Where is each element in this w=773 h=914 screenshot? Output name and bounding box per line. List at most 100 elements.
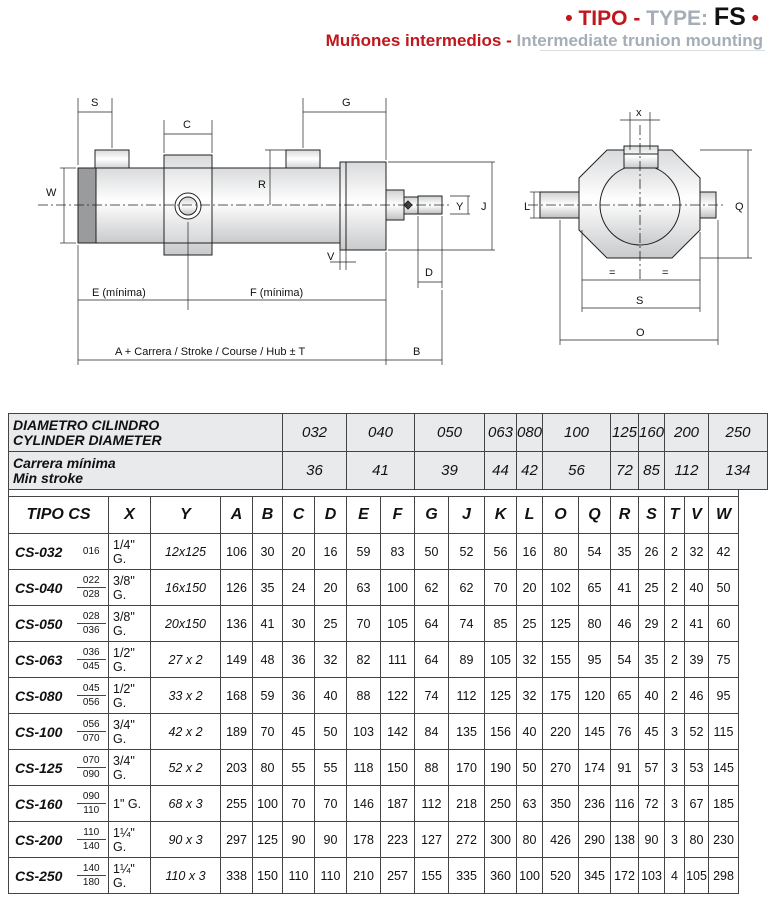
value-cell: 103	[638, 857, 665, 894]
value-cell: 46	[610, 605, 639, 642]
value-cell: 218	[448, 785, 485, 822]
value-cell: 360	[484, 857, 517, 894]
value-cell: 41	[252, 605, 283, 642]
value-cell: 70	[282, 785, 315, 822]
y-cell: 42 x 2	[150, 713, 221, 750]
value-cell: 26	[638, 533, 665, 570]
diameter-value: 125	[610, 413, 639, 452]
diameter-value: 040	[346, 413, 415, 452]
column-header: R	[610, 496, 639, 534]
value-cell: 70	[314, 785, 347, 822]
value-cell: 155	[414, 857, 449, 894]
page-subtitle: Muñones intermedios - Intermediate truni…	[326, 31, 763, 51]
tipo-cell: CS-063	[8, 641, 75, 678]
value-cell: 85	[484, 605, 517, 642]
value-cell: 30	[252, 533, 283, 570]
value-cell: 345	[578, 857, 611, 894]
column-header: E	[346, 496, 381, 534]
min-stroke-value: 44	[484, 451, 517, 490]
value-cell: 88	[414, 749, 449, 786]
min-stroke-value: 134	[708, 451, 768, 490]
value-cell: 138	[610, 821, 639, 858]
value-cell: 335	[448, 857, 485, 894]
rod-diameter: 180	[82, 877, 100, 888]
value-cell: 56	[484, 533, 517, 570]
rod-diameter: 036	[82, 625, 100, 636]
label-f: F (mínima)	[250, 287, 303, 299]
tipo-cell: CS-050	[8, 605, 75, 642]
rod-diameter: 110	[76, 826, 106, 840]
rod-diameter: 056	[82, 697, 100, 708]
value-cell: 95	[578, 641, 611, 678]
column-header: G	[414, 496, 449, 534]
label-a: A + Carrera / Stroke / Course / Hub ± T	[115, 346, 305, 358]
label-d: D	[425, 267, 433, 279]
value-cell: 62	[448, 569, 485, 606]
value-cell: 3	[664, 749, 685, 786]
value-cell: 25	[516, 605, 543, 642]
value-cell: 59	[346, 533, 381, 570]
rod-diameter: 070	[82, 733, 100, 744]
value-cell: 100	[516, 857, 543, 894]
subtitle-dash: -	[506, 31, 512, 50]
rod-diameter: 110	[83, 805, 100, 816]
label-s-front: S	[636, 295, 643, 307]
value-cell: 3	[664, 821, 685, 858]
min-stroke-value: 42	[516, 451, 543, 490]
value-cell: 105	[684, 857, 709, 894]
value-cell: 40	[314, 677, 347, 714]
tipo-cell: CS-040	[8, 569, 75, 606]
value-cell: 220	[542, 713, 579, 750]
column-header: O	[542, 496, 579, 534]
value-cell: 298	[708, 857, 739, 894]
x-cell: 1/2" G.	[108, 677, 151, 714]
value-cell: 55	[282, 749, 315, 786]
y-cell: 68 x 3	[150, 785, 221, 822]
value-cell: 230	[708, 821, 739, 858]
x-cell: 3/4" G.	[108, 713, 151, 750]
title-dash: -	[633, 7, 641, 30]
value-cell: 125	[542, 605, 579, 642]
rod-diameter: 056	[76, 718, 106, 732]
value-cell: 236	[578, 785, 611, 822]
label-b: B	[413, 346, 420, 358]
value-cell: 91	[610, 749, 639, 786]
subtitle-en: Intermediate trunion mounting	[516, 31, 764, 50]
rod-diameter: 090	[82, 769, 100, 780]
label-s: S	[91, 97, 98, 109]
min-stroke-value: 72	[610, 451, 639, 490]
value-cell: 2	[664, 605, 685, 642]
value-cell: 257	[380, 857, 415, 894]
front-view-labels: x L Q = = S O	[524, 107, 744, 339]
value-cell: 155	[542, 641, 579, 678]
value-cell: 75	[708, 641, 739, 678]
value-cell: 41	[610, 569, 639, 606]
value-cell: 32	[516, 641, 543, 678]
technical-drawing: S C G W R Y J V D E (mínima) F (mínima) …	[38, 97, 752, 365]
page-title: • TIPO - TYPE: FS •	[565, 4, 759, 32]
value-cell: 48	[252, 641, 283, 678]
value-cell: 80	[578, 605, 611, 642]
value-cell: 63	[346, 569, 381, 606]
value-cell: 300	[484, 821, 517, 858]
value-cell: 145	[708, 749, 739, 786]
label-w: W	[46, 187, 57, 199]
label-y: Y	[456, 201, 464, 213]
value-cell: 54	[610, 641, 639, 678]
rod-diameter: 045	[82, 661, 100, 672]
column-header: A	[220, 496, 253, 534]
label-x: x	[636, 107, 642, 119]
value-cell: 4	[664, 857, 685, 894]
value-cell: 16	[314, 533, 347, 570]
value-cell: 84	[414, 713, 449, 750]
value-cell: 142	[380, 713, 415, 750]
value-cell: 150	[252, 857, 283, 894]
value-cell: 90	[314, 821, 347, 858]
